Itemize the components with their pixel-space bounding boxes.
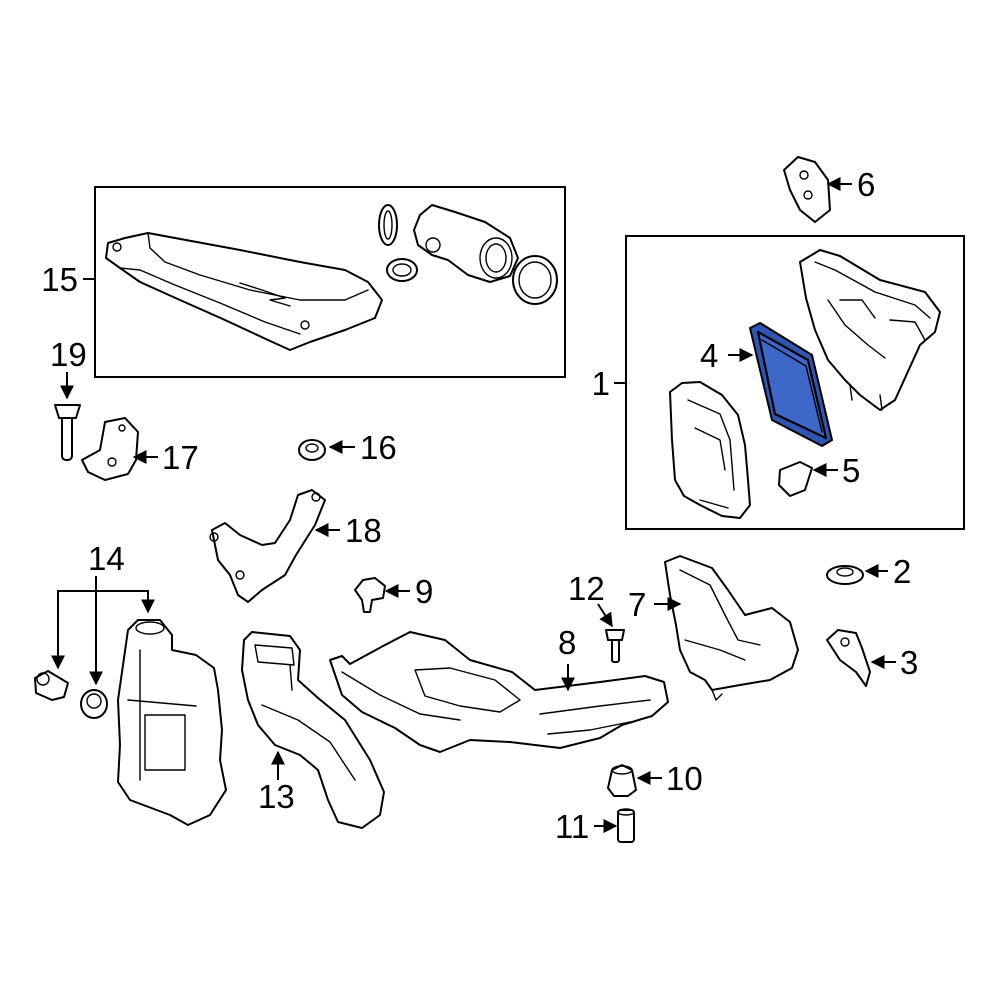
callout-17: 17	[162, 439, 199, 476]
callout-9: 9	[415, 573, 433, 610]
bracket-part-6[interactable]	[783, 156, 831, 223]
callout-19: 19	[50, 336, 87, 373]
bolt-part-12[interactable]	[605, 629, 625, 663]
callout-7: 7	[628, 586, 646, 623]
callout-12: 12	[568, 570, 605, 607]
group-box-15	[94, 186, 566, 378]
callout-14: 14	[88, 540, 125, 577]
duct-part-7[interactable]	[664, 555, 799, 701]
callout-4: 4	[700, 337, 718, 374]
air-cleaner-lower-housing[interactable]	[669, 381, 751, 519]
air-cleaner-upper-housing[interactable]	[799, 249, 941, 411]
clip-part-9[interactable]	[354, 577, 386, 613]
resonator-part-14[interactable]	[117, 619, 227, 826]
air-filter-element-highlighted[interactable]	[749, 322, 833, 447]
bracket-part-5[interactable]	[778, 461, 813, 497]
bracket-part-3[interactable]	[826, 629, 871, 687]
grommet-part-16[interactable]	[298, 439, 326, 461]
bracket-part-18[interactable]	[209, 489, 326, 603]
intake-hose-part[interactable]	[413, 204, 519, 283]
grommet-part-19[interactable]	[54, 404, 81, 461]
hose-clamp-small[interactable]	[386, 258, 418, 282]
callout-5: 5	[842, 452, 860, 489]
hose-clamp-upper[interactable]	[378, 204, 398, 246]
collar-part[interactable]	[34, 670, 69, 701]
hose-clamp-large[interactable]	[512, 255, 558, 305]
callout-2: 2	[893, 553, 911, 590]
duct-part-13[interactable]	[241, 631, 385, 829]
duct-part-8[interactable]	[329, 631, 669, 753]
callout-10: 10	[666, 760, 703, 797]
callout-3: 3	[900, 644, 918, 681]
callout-15: 15	[41, 261, 78, 298]
callout-6: 6	[857, 166, 875, 203]
leader-12	[597, 603, 613, 628]
callout-18: 18	[345, 512, 382, 549]
callout-11: 11	[555, 808, 589, 845]
grommet-part-10[interactable]	[607, 764, 637, 797]
callout-16: 16	[360, 429, 397, 466]
callout-13: 13	[258, 778, 295, 815]
collar-part-11[interactable]	[617, 808, 635, 843]
callout-8: 8	[558, 624, 576, 661]
callout-1: 1	[592, 365, 610, 402]
bracket-part-17[interactable]	[81, 417, 139, 481]
grommet-part[interactable]	[80, 689, 108, 719]
grommet-part-2[interactable]	[826, 565, 864, 585]
intake-duct-part[interactable]	[105, 232, 383, 351]
